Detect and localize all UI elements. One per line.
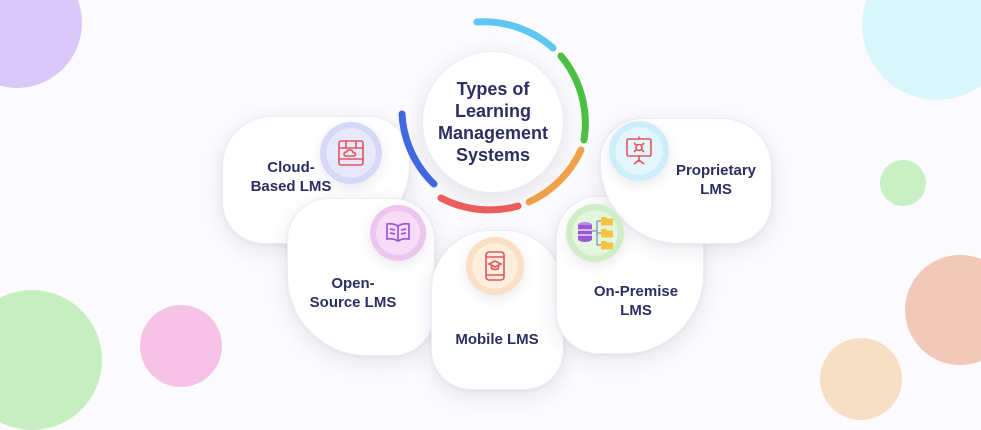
mobile-icon-badge: [466, 237, 524, 295]
background-blob-green-right: [880, 160, 926, 206]
center-progress-ring: [398, 18, 589, 214]
open-source-icon-badge: [370, 205, 426, 261]
ring-arc-blue: [398, 110, 438, 188]
ring-arc-red: [437, 194, 522, 214]
diagram-title: Types of Learning Management Systems: [437, 79, 549, 165]
item-label-on-premise-lms: On-Premise LMS: [593, 283, 679, 319]
item-label-open-source-lms: Open- Source LMS: [309, 275, 397, 311]
database-folders-icon: [578, 217, 613, 250]
center-circle: Types of Learning Management Systems: [422, 51, 564, 193]
cloud-server-icon: [338, 140, 364, 166]
book-icon: [386, 222, 410, 242]
ring-arc-sky: [473, 18, 557, 52]
mobile-graduation-cap-icon: [485, 251, 505, 281]
presentation-board-icon: [626, 136, 652, 165]
on-premise-icon-badge: [566, 204, 624, 262]
background-blob-pink: [140, 305, 222, 387]
background-blob-peach: [820, 338, 902, 420]
proprietary-icon-badge: [609, 121, 669, 181]
ring-arc-orange: [525, 146, 585, 206]
ring-arc-green: [557, 52, 589, 144]
cloud-based-icon-badge: [320, 122, 382, 184]
item-label-proprietary-lms: Proprietary LMS: [675, 162, 757, 198]
item-label-cloud-based-lms: Cloud- Based LMS: [250, 159, 332, 195]
item-label-mobile-lms: Mobile LMS: [455, 331, 539, 348]
